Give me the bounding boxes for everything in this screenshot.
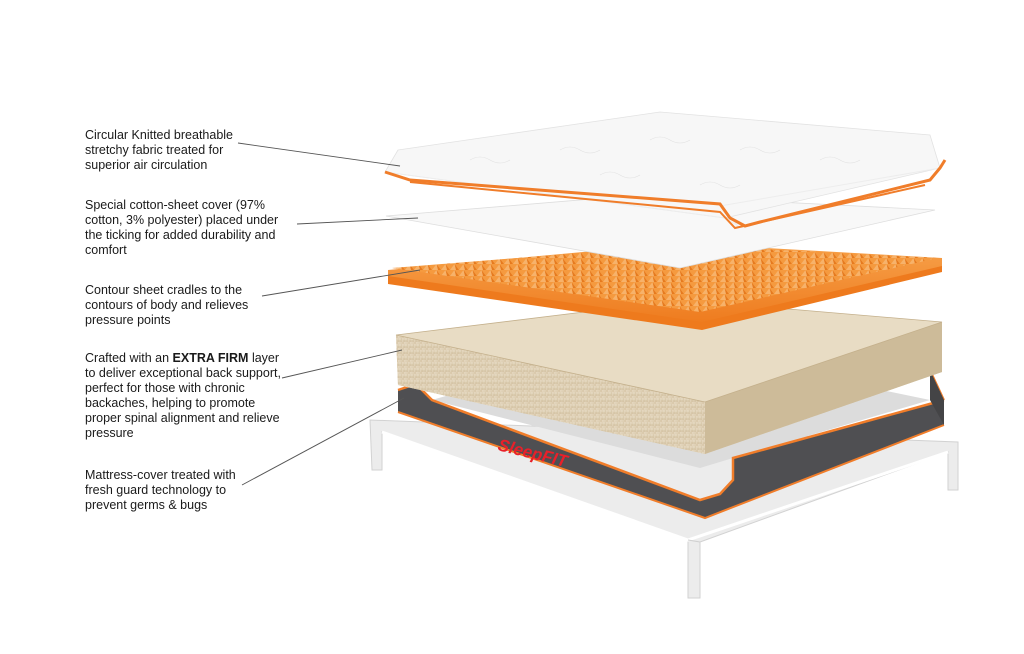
callout-knitted-fabric: Circular Knitted breathable stretchy fab… [85, 128, 233, 172]
leader-line-cotton [296, 217, 419, 225]
callout-mattress-cover: Mattress-cover treated with fresh guard … [85, 468, 236, 512]
callout-extra-firm-layer: Crafted with an EXTRA FIRM layer to deli… [85, 351, 285, 441]
leader-line-contour [261, 269, 421, 297]
knitted-fabric-layer [384, 111, 947, 230]
leader-line-fabric [237, 142, 401, 167]
leader-lines [237, 142, 421, 486]
callout-extra-firm-before: Crafted with an [85, 351, 173, 365]
extra-firm-foam-layer [395, 299, 943, 454]
callout-cotton-sheet: Special cotton-sheet cover (97% cotton, … [85, 198, 279, 257]
callout-extra-firm-emphasis: EXTRA FIRM [172, 351, 249, 365]
leader-line-cover [241, 397, 405, 486]
leader-line-foam [281, 349, 403, 379]
contour-sheet-layer [388, 243, 942, 330]
callout-extra-firm-after: layer to deliver exceptional back suppor… [85, 351, 281, 440]
callout-contour-sheet: Contour sheet cradles to the contours of… [85, 283, 249, 327]
